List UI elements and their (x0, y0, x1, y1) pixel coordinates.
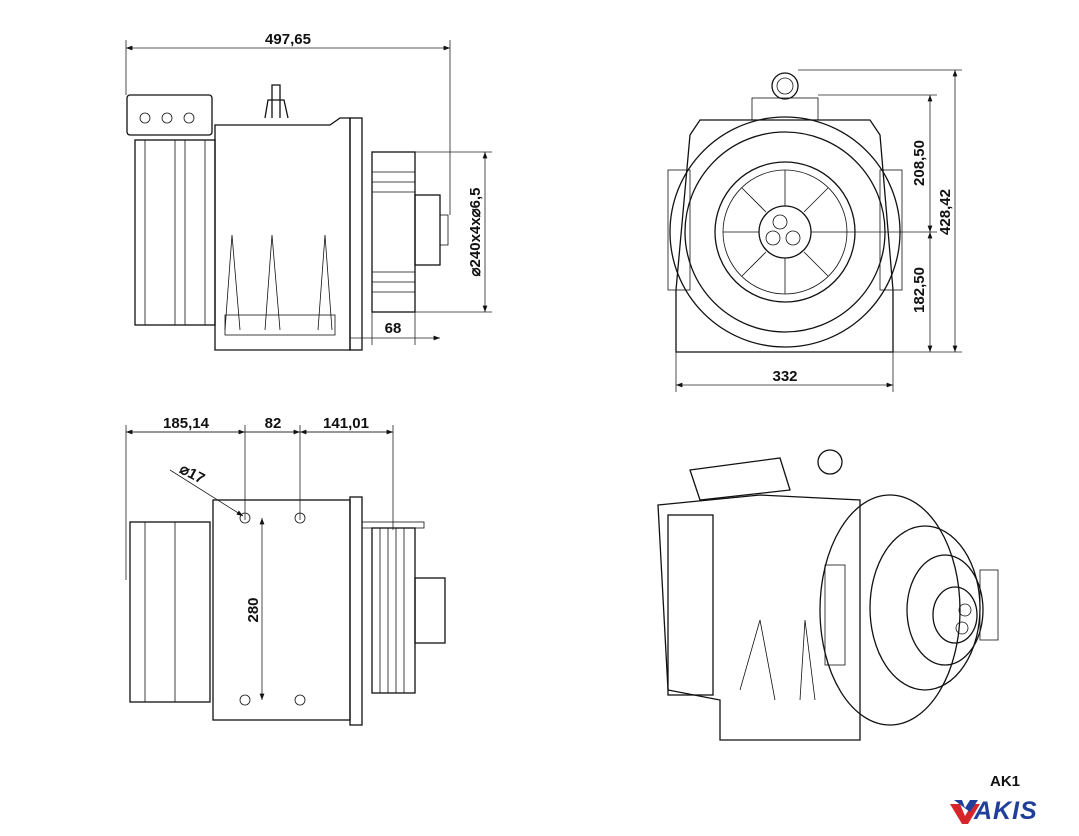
front-view (667, 72, 903, 353)
dim-hole-diameter: ⌀17 (177, 460, 208, 487)
dim-lower-height: 182,50 (911, 267, 928, 313)
model-label: AK1 (990, 773, 1021, 790)
dim-upper-height: 208,50 (911, 140, 928, 186)
dim-pulley-width: 68 (385, 320, 402, 337)
dim-total-height: 428,42 (937, 189, 954, 235)
dimension-lines-bottom-left (125, 425, 394, 700)
dim-left-offset: 185,14 (163, 415, 210, 432)
side-view-top (126, 84, 449, 351)
brand-logo: AKIS (950, 796, 1060, 826)
side-view-bottom (129, 496, 446, 726)
dimension-lines-top-left (125, 40, 492, 345)
isometric-view (657, 449, 999, 741)
dim-pulley: ⌀240x4x⌀6,5 (467, 188, 484, 277)
dim-width: 332 (772, 368, 797, 385)
dim-right-offset: 141,01 (323, 415, 369, 432)
brand-name: AKIS (974, 797, 1038, 825)
dim-hole-spacing-x: 82 (265, 415, 282, 432)
dim-overall-length: 497,65 (265, 31, 311, 48)
dim-hole-spacing-y: 280 (245, 597, 262, 622)
logo-mark-icon (950, 800, 980, 824)
dimension-lines-front (675, 69, 962, 392)
